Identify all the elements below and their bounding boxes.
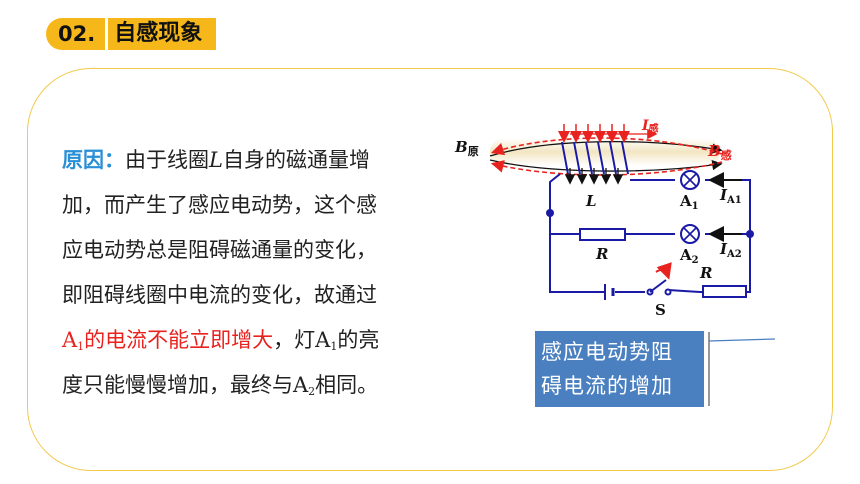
current-a2-label: IA2: [719, 240, 742, 260]
lamp-a1: [680, 170, 700, 190]
lamp-a2-label: A2: [679, 246, 699, 266]
current-a1-label: IA1: [719, 186, 742, 206]
battery-symbol: [604, 284, 615, 300]
resistor-main-label: R: [699, 264, 712, 282]
callout-line-1: 感应电动势阻: [541, 340, 673, 364]
b-original-label: B原: [454, 138, 479, 158]
line1-pre: 由于线圈: [125, 148, 209, 172]
coil-label: L: [585, 192, 597, 210]
explanation-text: 原因：由于线圈L自身的磁通量增 加，而产生了感应电动势，这个感 应电动势总是阻碍…: [62, 138, 452, 408]
junction-left: [546, 209, 554, 217]
coil-symbol: L: [209, 148, 223, 172]
text-line-5: A1的电流不能立即增大，灯A1的亮: [62, 318, 452, 363]
line6-pre: 度只能慢慢增加，最终与: [62, 373, 293, 397]
external-field-arrows: [558, 124, 630, 143]
lamp-a2: [680, 224, 700, 244]
switch-label: S: [655, 301, 666, 319]
junction-right: [746, 230, 754, 238]
section-title: 02. 自感现象: [46, 16, 217, 52]
callout-box: 感应电动势阻 碍电流的增加: [535, 331, 704, 407]
line1-post: 自身的磁通量增: [222, 148, 370, 172]
highlight-text: 的电流不能立即增大: [84, 328, 274, 352]
switch-symbol: [646, 279, 672, 296]
lamp-a1-symbol-2: A1: [315, 328, 338, 353]
resistor-branch-label: R: [595, 245, 608, 263]
callout-line-2: 碍电流的增加: [541, 374, 673, 398]
section-number: 02.: [46, 18, 106, 50]
reason-label: 原因：: [62, 148, 125, 172]
resistor-branch: [579, 228, 626, 241]
text-line-2: 加，而产生了感应电动势，这个感: [62, 193, 377, 217]
lamp-a1-symbol: A1: [62, 328, 85, 353]
text-line-6: 度只能慢慢增加，最终与A2相同。: [62, 363, 452, 408]
line5-tail: 的亮: [337, 328, 380, 352]
text-line-4: 即阻碍线圈中电流的变化，故通过: [62, 283, 377, 307]
lamp-a1-label: A1: [679, 192, 699, 212]
b-induced-label: B感: [707, 142, 732, 162]
text-line-1: 原因：由于线圈L自身的磁通量增: [62, 138, 452, 183]
line5-post: ，灯: [273, 328, 316, 352]
i-induced-label: I感: [641, 118, 659, 135]
coil-down-arrows: [564, 168, 624, 185]
circuit-diagram: B原 B感 I感 L A1 A2 IA1 IA2 R R S: [454, 118, 754, 319]
resistor-main: [702, 285, 747, 298]
text-line-3: 应电动势总是阻碍磁通量的变化，: [62, 238, 377, 262]
section-heading: 自感现象: [105, 18, 217, 50]
coil-turns: [561, 141, 629, 175]
callout-frame: [708, 332, 776, 406]
lamp-a2-symbol: A2: [293, 373, 316, 398]
line6-post: 相同。: [315, 373, 379, 397]
switch-close-arrow: [655, 262, 672, 280]
